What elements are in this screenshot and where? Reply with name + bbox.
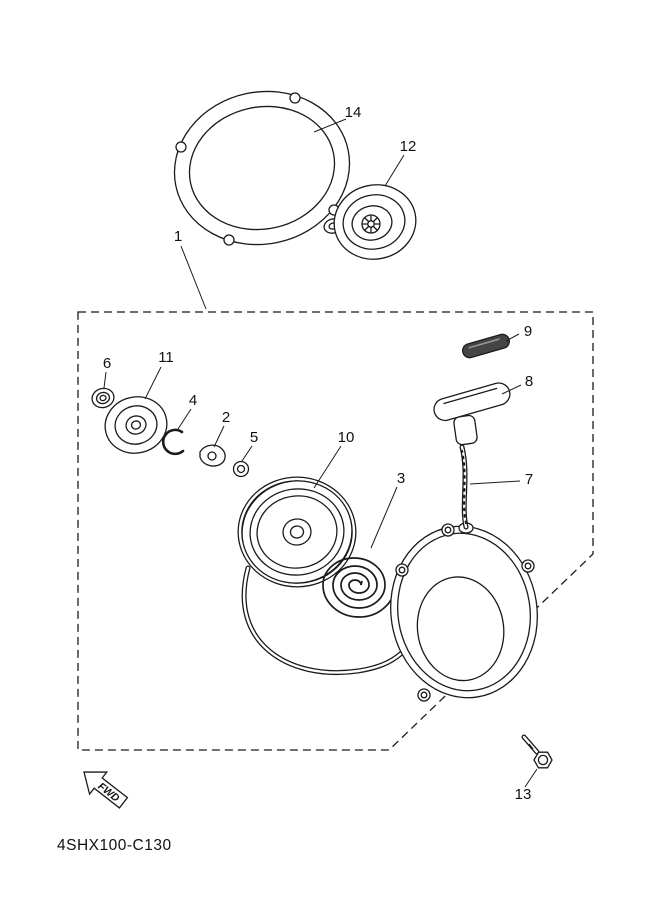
callout-12: 12 [400,138,417,155]
callout-11: 11 [158,349,174,366]
part-bolt-13 [521,734,553,769]
leader-13 [524,768,538,788]
callout-9: 9 [524,323,532,340]
callout-6: 6 [103,355,111,372]
callout-2: 2 [222,409,230,426]
part-circlip-4 [161,428,185,456]
callout-8: 8 [525,373,533,390]
leader-14 [313,118,347,133]
leader-5 [241,445,253,462]
part-pawl-2 [199,444,226,467]
leader-10 [313,445,342,489]
callout-3: 3 [397,470,405,487]
callout-labels: 1 2 3 4 5 6 7 8 9 10 11 12 13 14 [103,104,533,803]
leader-9 [505,333,520,342]
leader-7 [469,480,521,485]
fwd-arrow-shape [83,771,129,809]
leader-6 [103,371,107,389]
part-bushing-5 [232,460,250,478]
starter-rope-main [237,476,409,675]
leader-12 [384,154,405,187]
leader-2 [213,425,225,448]
part-nut-6 [91,387,115,409]
part-recoil-pulley-10 [241,480,353,584]
part-starter-handle-8 [433,382,511,446]
part-starter-case [390,522,538,702]
part-handle-cap-9 [462,333,510,359]
callout-4: 4 [189,392,197,409]
fwd-arrow: FWD [83,771,129,809]
callout-7: 7 [525,471,533,488]
callout-14: 14 [345,104,362,121]
leader-3 [370,486,398,549]
callout-10: 10 [338,429,355,446]
leader-8 [501,384,522,395]
part-pulley-plate-11 [104,396,168,454]
part-drive-hub-12 [323,184,417,260]
part-spiral-spring-3 [322,557,402,618]
callout-1: 1 [174,228,182,245]
callout-13: 13 [515,786,532,803]
leader-4 [177,408,192,430]
leader-11 [144,366,162,400]
leader-lines [103,118,538,788]
callout-5: 5 [250,429,258,446]
leader-1 [180,245,207,310]
part-gasket-14 [173,90,351,246]
part-rope-7 [459,444,469,530]
diagram-part-code: 4SHX100-C130 [57,837,172,854]
